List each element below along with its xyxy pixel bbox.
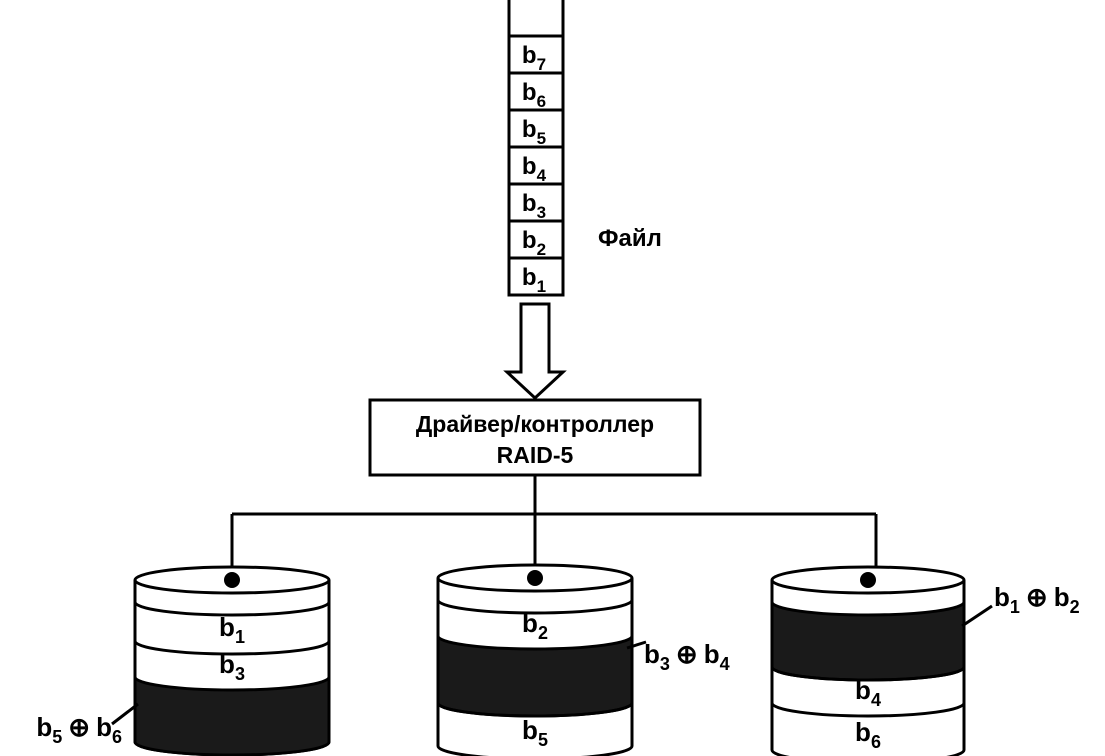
file-block-label: b2: [522, 227, 546, 259]
controller-subtitle: RAID-5: [497, 442, 574, 468]
disk-3: b4 b6 b1⊕b2: [770, 565, 1080, 756]
connector-dot: [527, 570, 543, 586]
file-block-label: b3: [522, 190, 546, 222]
file-block-label: b4: [522, 153, 547, 185]
data-block-label: b5: [522, 715, 548, 750]
file-block-label: b7: [522, 42, 546, 74]
data-block-label: b3: [219, 649, 245, 684]
parity-band: [770, 601, 966, 682]
file-block: b6: [507, 71, 565, 112]
file-block: b2: [507, 219, 565, 260]
disk-2: b2 b5 b3⊕b4: [436, 563, 730, 756]
parity-label: b1⊕b2: [994, 582, 1080, 617]
file-label: Файл: [598, 225, 662, 252]
parity-label: b5⊕b6: [36, 712, 122, 747]
file-block: b4: [507, 145, 565, 186]
data-block-label: b2: [522, 608, 548, 643]
file-block-label: b6: [522, 79, 546, 111]
file-block: b5: [507, 108, 565, 149]
connector-dot: [860, 572, 876, 588]
controller-title: Драйвер/контроллер: [416, 411, 654, 437]
data-block-label: b6: [855, 717, 881, 752]
file-block-label: b5: [522, 116, 546, 148]
file-block: b1: [507, 256, 565, 297]
data-block-label: b4: [855, 675, 881, 710]
file-block: b3: [507, 182, 565, 223]
parity-band: [133, 676, 331, 756]
data-block-label: b1: [219, 612, 245, 647]
down-arrow: [503, 302, 567, 401]
parity-label: b3⊕b4: [644, 639, 730, 674]
file-block-label: b1: [522, 264, 546, 296]
file-block: b7: [507, 34, 565, 75]
parity-band: [436, 635, 634, 718]
connector-dot: [224, 572, 240, 588]
file-stack: b7 b6 b5 b4 b3 b2 b1: [507, 0, 565, 297]
raid-controller-box: Драйвер/контроллер RAID-5: [368, 398, 702, 477]
